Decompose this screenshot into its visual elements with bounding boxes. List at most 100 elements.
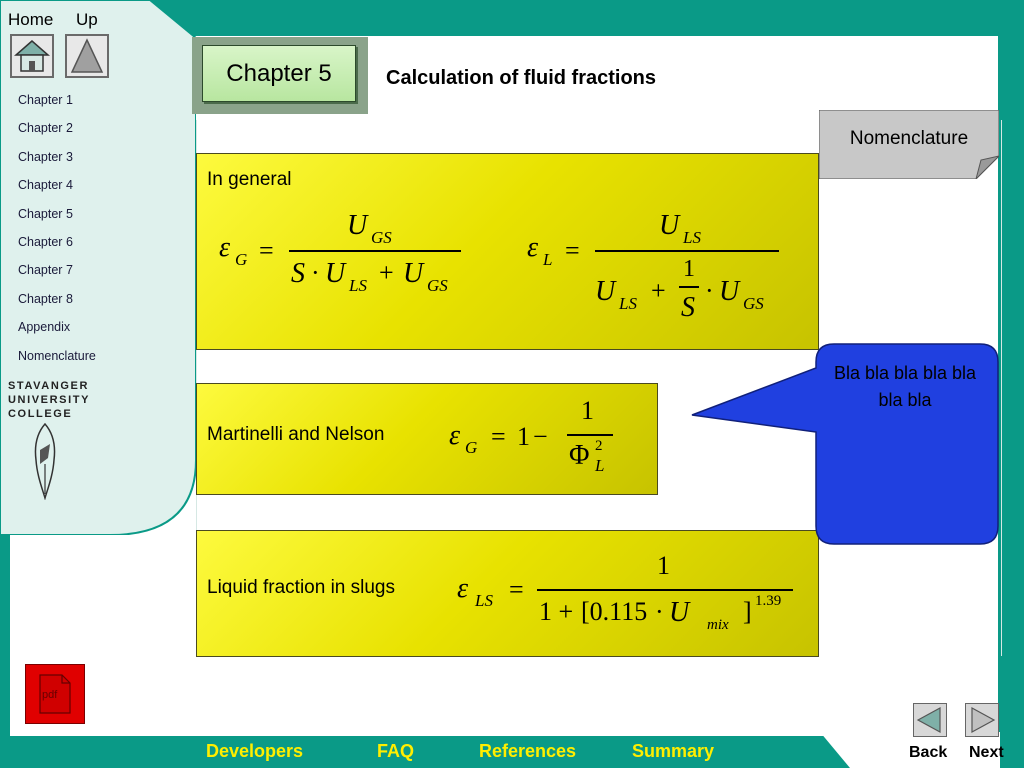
eq-u: U — [595, 276, 616, 307]
eq-equals: = — [509, 575, 524, 604]
eq-sub: LS — [475, 591, 493, 610]
eq-u: U — [719, 276, 740, 307]
eq-s: S — [681, 292, 695, 323]
next-button[interactable] — [965, 703, 999, 737]
chapter-label: Chapter 5 — [202, 45, 356, 102]
eq-sub: LS — [619, 294, 637, 313]
eq-sub: GS — [371, 228, 392, 247]
eq-phi: Φ — [569, 440, 590, 471]
college-name: STAVANGER UNIVERSITY COLLEGE — [8, 379, 90, 421]
sidebar-background — [0, 0, 196, 535]
eq-u: U — [669, 597, 690, 628]
sidebar-item-chapter-3[interactable]: Chapter 3 — [18, 149, 73, 164]
eq-u: U — [325, 258, 346, 289]
nomenclature-button[interactable]: Nomenclature — [819, 110, 999, 179]
folded-corner-icon — [819, 110, 999, 179]
eq-s: S — [291, 258, 305, 289]
pdf-label: pdf — [42, 689, 58, 701]
references-link[interactable]: References — [479, 741, 577, 761]
fraction-bar — [567, 434, 613, 436]
eq-bracket-open: [0.115 — [581, 597, 648, 626]
up-button[interactable] — [65, 34, 109, 78]
summary-link[interactable]: Summary — [632, 741, 715, 761]
eq-u: U — [347, 210, 368, 241]
fraction-bar — [595, 250, 779, 252]
eq-sub: mix — [707, 617, 729, 633]
slugs-label: Liquid fraction in slugs — [207, 577, 395, 598]
college-crest-icon — [34, 422, 56, 500]
eq-one: 1 — [581, 396, 594, 425]
right-frame-bar — [998, 0, 1024, 768]
eq-eps: ε — [219, 232, 231, 263]
eq-sub: LS — [349, 276, 367, 295]
footer-white-tab — [820, 732, 1000, 768]
martinelli-label: Martinelli and Nelson — [207, 424, 385, 445]
up-link[interactable]: Up — [76, 10, 98, 29]
eq-dot: · — [655, 597, 664, 626]
faq-link[interactable]: FAQ — [377, 741, 415, 761]
sidebar-item-chapter-8[interactable]: Chapter 8 — [18, 291, 73, 306]
home-button[interactable] — [10, 34, 54, 78]
eq-sub: L — [543, 250, 553, 269]
developers-link[interactable]: Developers — [206, 741, 304, 761]
eq-sub: G — [465, 438, 478, 457]
eq-plus: + — [651, 276, 666, 305]
home-icon — [14, 40, 50, 72]
chapter-badge: Chapter 5 — [192, 37, 368, 114]
next-arrow-icon — [971, 706, 996, 734]
next-label[interactable]: Next — [969, 744, 1004, 761]
eq-sub: L — [595, 456, 605, 475]
up-triangle-icon — [70, 38, 104, 73]
eq-minus: − — [533, 422, 548, 451]
sidebar-item-nomenclature[interactable]: Nomenclature — [18, 348, 96, 363]
home-link[interactable]: Home — [8, 10, 54, 29]
martinelli-formula-panel: Martinelli and Nelson ε G = 1 − 1 Φ 2 L — [196, 383, 658, 495]
eq-eps: ε — [457, 573, 469, 604]
eq-bracket-close: ] — [743, 597, 752, 626]
eq-eps: ε — [527, 232, 539, 263]
sidebar-item-chapter-7[interactable]: Chapter 7 — [18, 263, 73, 278]
eq-dot: · — [311, 258, 320, 287]
sidebar-item-chapter-5[interactable]: Chapter 5 — [18, 206, 73, 221]
eq-eps: ε — [449, 420, 461, 451]
callout-bubble — [691, 343, 999, 545]
eq-u: U — [659, 210, 680, 241]
college-line-2: UNIVERSITY — [8, 394, 91, 406]
general-label: In general — [207, 169, 292, 190]
sidebar-item-chapter-1[interactable]: Chapter 1 — [18, 93, 73, 107]
eq-one: 1 — [657, 551, 670, 580]
eq-sub: G — [235, 250, 248, 269]
eq-sub: GS — [427, 276, 448, 295]
eq-superscript: 1.39 — [755, 593, 782, 609]
college-line-1: STAVANGER — [8, 380, 90, 392]
sidebar-item-chapter-6[interactable]: Chapter 6 — [18, 234, 73, 249]
fraction-bar — [679, 286, 699, 288]
eq-equals: = — [565, 236, 580, 265]
eq-sub: GS — [743, 294, 764, 313]
eq-equals: = — [259, 236, 274, 265]
general-formula-panel: In general ε G = U GS S · U LS + U GS ε … — [196, 153, 819, 350]
sidebar-item-chapter-4[interactable]: Chapter 4 — [18, 178, 73, 193]
sidebar-item-appendix[interactable]: Appendix — [18, 320, 71, 335]
eq-one-plus: 1 + — [539, 597, 574, 626]
fraction-bar — [537, 589, 793, 591]
back-arrow-icon — [916, 706, 941, 734]
page-title: Calculation of fluid fractions — [386, 67, 657, 89]
eq-one: 1 — [683, 256, 695, 282]
pdf-button[interactable]: pdf — [25, 664, 85, 724]
sidebar-item-chapter-2[interactable]: Chapter 2 — [18, 121, 73, 136]
eq-u: U — [403, 258, 424, 289]
pdf-icon — [39, 674, 71, 714]
fraction-bar — [289, 250, 461, 252]
back-button[interactable] — [913, 703, 947, 737]
back-label[interactable]: Back — [909, 744, 948, 761]
slugs-formula-panel: Liquid fraction in slugs ε LS = 1 1 + [0… — [196, 530, 819, 657]
eq-superscript: 2 — [595, 438, 603, 454]
eq-plus: + — [379, 258, 394, 287]
eq-one: 1 — [517, 422, 530, 451]
eq-dot: · — [705, 276, 714, 305]
eq-sub: LS — [683, 228, 701, 247]
callout-text: Bla bla bla bla bla bla bla — [833, 363, 977, 410]
nomenclature-label: Nomenclature — [849, 128, 969, 149]
top-frame-bar — [150, 0, 1024, 36]
